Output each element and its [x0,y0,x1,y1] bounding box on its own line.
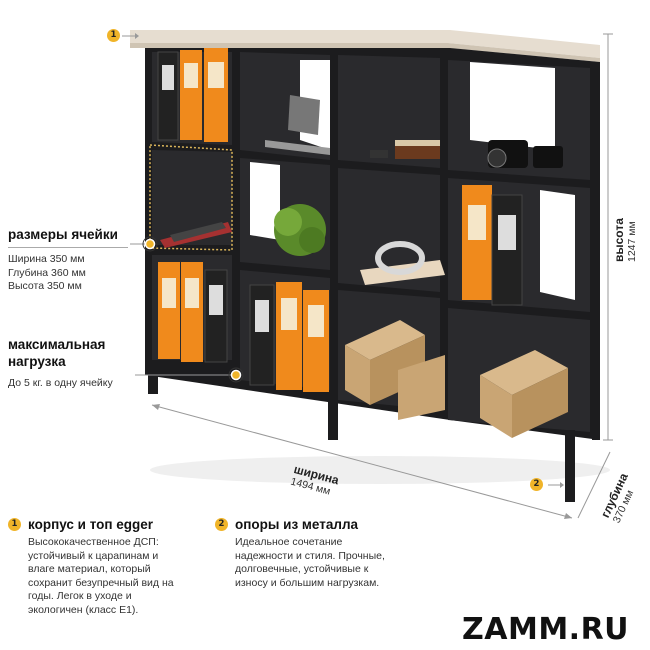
feature-1-badge: 1 [8,518,21,531]
feature-2-badge: 2 [215,518,228,531]
feature-2-line: долговечные, устойчивые к [235,563,369,575]
feature-1-title: корпус и топ egger [28,517,154,532]
height-dimension-label: высота 1247 мм [612,202,642,262]
cell-height-text: Высота 350 мм [8,280,82,292]
marker-2-badge: 2 [530,478,543,491]
feature-1-line: сохранит безупречный вид на [28,576,174,589]
feature-2-title: опоры из металла [235,517,359,532]
max-load-title-2: нагрузка [8,354,66,369]
height-label: высота [612,218,626,262]
max-load-title-1: максимальная [8,337,106,352]
brand-logo: ZAMM.RU [462,612,630,647]
cell-size-title: размеры ячейки [8,227,118,242]
feature-2-line: Идеальное сочетание [235,536,343,548]
feature-1-line: Высококачественное ДСП: [28,536,159,548]
divider [8,247,128,248]
feature-1-line: влаге материал, который [28,563,151,575]
feature-2-line: износу и большим нагрузкам. [235,576,380,589]
feature-1: 1 корпус и топ egger Высококачественное … [8,516,208,617]
max-load-text: До 5 кг. в одну ячейку [8,377,113,389]
feature-2-line: надежности и стиля. Прочные, [235,549,385,562]
height-value: 1247 мм [626,221,638,262]
feature-1-line: экологичен (класс E1). [28,603,139,616]
feature-1-line: годы. Легок в уходе и [28,590,132,602]
feature-1-line: устойчивый к царапинам и [28,549,159,562]
max-load-callout: максимальная нагрузка До 5 кг. в одну яч… [8,336,158,391]
cell-width-text: Ширина 350 мм [8,253,85,265]
feature-2: 2 опоры из металла Идеальное сочетание н… [215,516,435,590]
marker-1-badge: 1 [107,29,120,42]
cell-size-callout: размеры ячейки Ширина 350 мм Глубина 360… [8,226,148,294]
cell-depth-text: Глубина 360 мм [8,266,86,279]
